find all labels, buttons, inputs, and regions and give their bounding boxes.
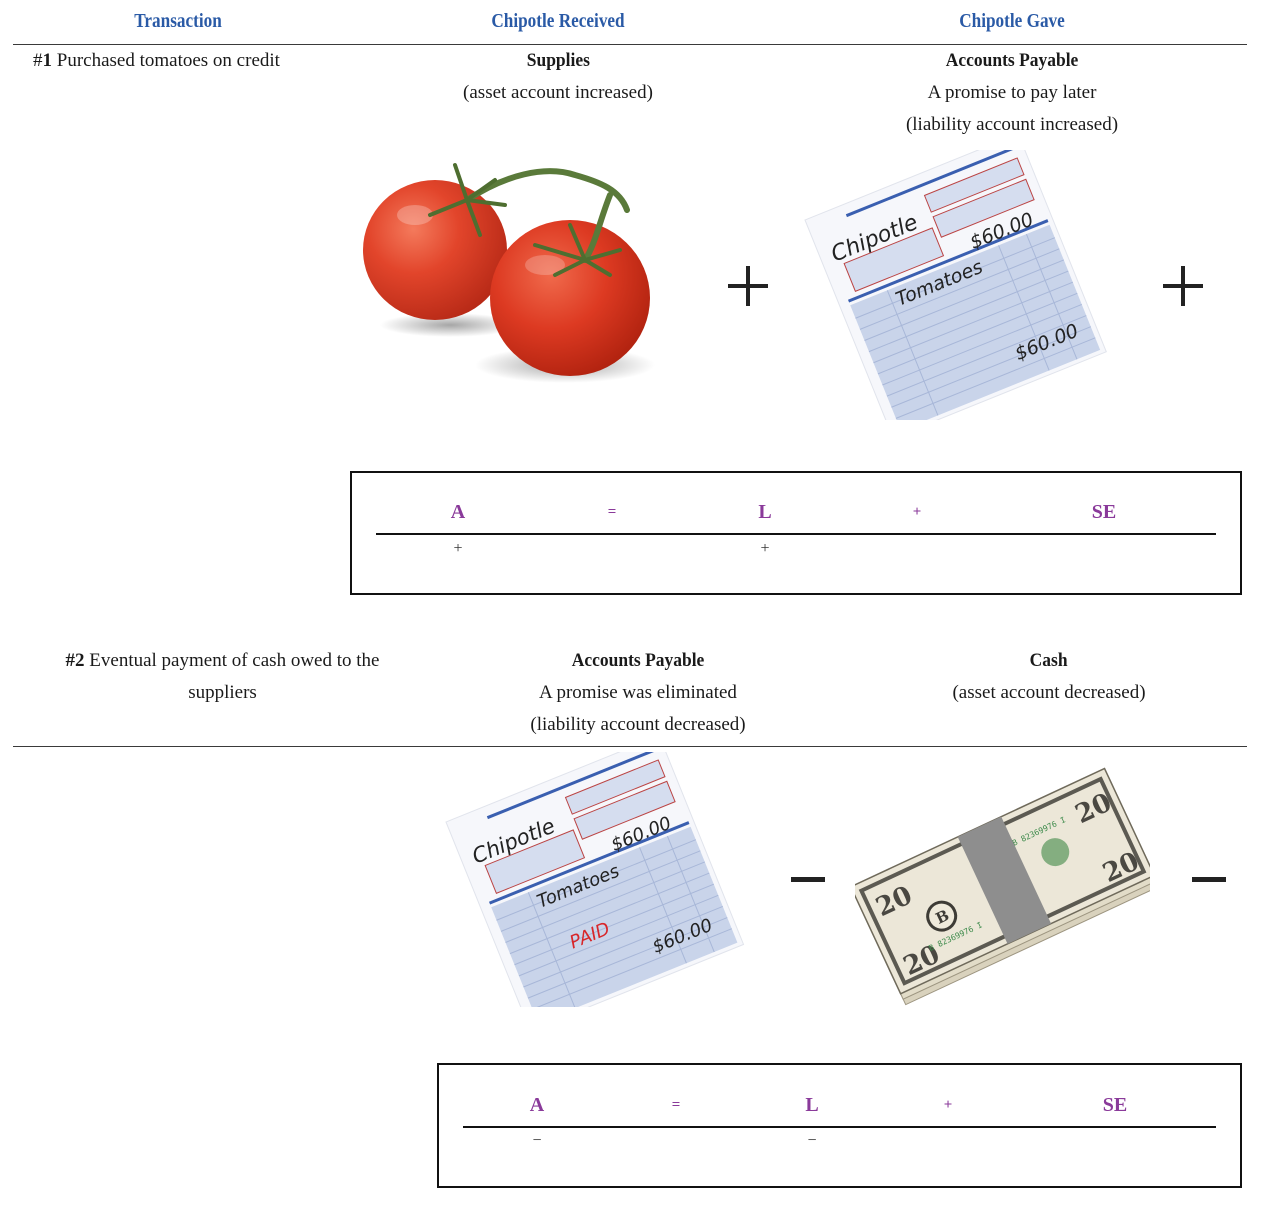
transaction-1-gave: Accounts Payable A promise to pay later … <box>862 45 1162 141</box>
accounting-equation-2: A = L + SE − − <box>437 1063 1242 1188</box>
header-transaction: Transaction <box>134 10 222 32</box>
paid-invoice-image: Chipotle Tomatoes $60.00 PAID $60.00 <box>438 752 763 1007</box>
gave-note-2: (liability account increased) <box>905 114 1119 135</box>
gave-note-1: A promise to pay later <box>927 82 1097 103</box>
effect-liabilities: + <box>760 540 770 557</box>
minus-icon <box>791 877 825 882</box>
transaction-1-received: Supplies (asset account increased) <box>408 45 708 109</box>
equation-assets: A <box>450 501 466 523</box>
equation-equals: = <box>607 504 617 520</box>
transaction-2-description-cont: suppliers <box>188 682 257 703</box>
transaction-2-received: Accounts Payable A promise was eliminate… <box>488 645 788 741</box>
effect-assets: − <box>532 1132 542 1149</box>
equation-liabilities: L <box>805 1094 819 1116</box>
equation-divider <box>376 533 1216 535</box>
cash-stack-image: 20 20 20 20 B B 82369976 I B 82369976 I <box>855 752 1150 1010</box>
gave-note: (asset account decreased) <box>952 682 1146 703</box>
equation-stockholders-equity: SE <box>1091 501 1117 523</box>
equation-equals: = <box>671 1097 681 1113</box>
transaction-2-label: #2 Eventual payment of cash owed to the … <box>20 645 425 709</box>
effect-liabilities: − <box>807 1132 817 1149</box>
transaction-2-description: Eventual payment of cash owed to the <box>89 650 380 671</box>
effect-assets: + <box>453 540 463 557</box>
header-divider <box>13 44 1247 45</box>
equation-stockholders-equity: SE <box>1102 1094 1128 1116</box>
header-chipotle-gave: Chipotle Gave <box>959 10 1065 32</box>
gave-account-cash: Cash <box>1030 650 1068 671</box>
received-account-accounts-payable: Accounts Payable <box>571 650 705 671</box>
transaction-2-gave: Cash (asset account decreased) <box>899 645 1199 709</box>
transaction-2-divider <box>13 746 1247 747</box>
equation-liabilities: L <box>758 501 772 523</box>
accounting-equation-1: A = L + SE + + <box>350 471 1242 595</box>
equation-assets: A <box>529 1094 545 1116</box>
transaction-2-number: #2 <box>65 650 85 671</box>
transaction-1-description: Purchased tomatoes on credit <box>56 50 280 71</box>
tomatoes-image <box>355 150 655 390</box>
minus-icon <box>1192 877 1226 882</box>
equation-plus: + <box>943 1097 953 1113</box>
transaction-1-number: ##11 <box>33 50 52 71</box>
received-note: (asset account increased) <box>463 82 653 103</box>
received-note-1: A promise was eliminated <box>539 682 737 703</box>
plus-icon <box>728 266 768 306</box>
equation-plus: + <box>912 504 922 520</box>
equation-divider <box>463 1126 1216 1128</box>
received-account-supplies: Supplies <box>526 50 590 71</box>
invoice-image: Chipotle Tomatoes $60.00 $60.00 <box>795 150 1125 420</box>
received-note-2: (liability account decreased) <box>530 714 746 735</box>
plus-icon <box>1163 266 1203 306</box>
header-chipotle-received: Chipotle Received <box>491 10 625 32</box>
transaction-1-label: ##11 Purchased tomatoes on credit <box>33 45 280 77</box>
gave-account-accounts-payable: Accounts Payable <box>945 50 1079 71</box>
